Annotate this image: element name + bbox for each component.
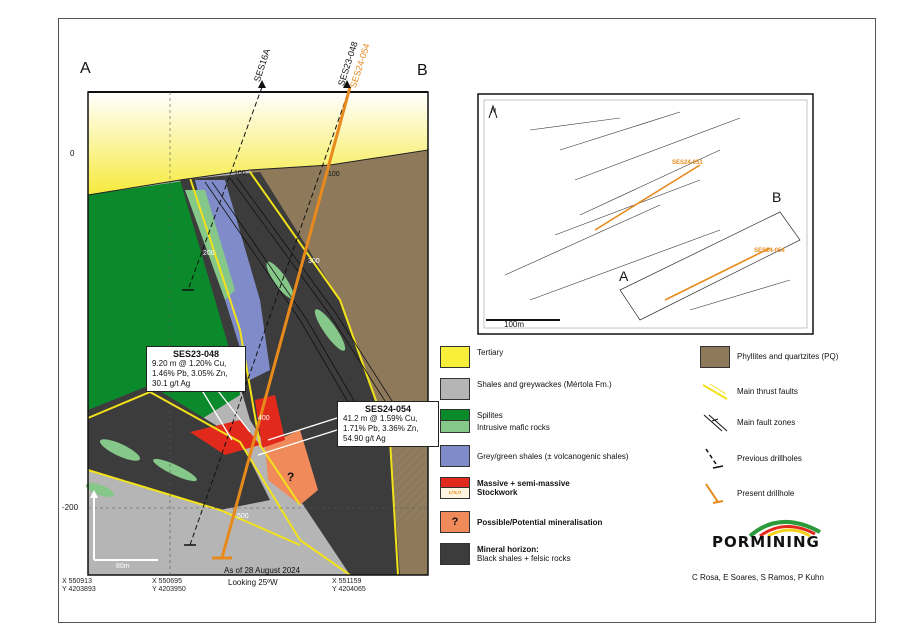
fault-zones bbox=[204, 177, 418, 441]
swatch-massive-stockwork: ᔕᔕ bbox=[440, 477, 470, 499]
drillhole-ses23-048 bbox=[189, 86, 351, 546]
as-of-date: As of 28 August 2024 bbox=[224, 566, 301, 575]
legend-present: Present drillhole bbox=[700, 482, 794, 506]
hole-depth-100: 100 bbox=[234, 170, 246, 177]
legend-phyllites: Phyllites and quartzites (PQ) bbox=[700, 346, 838, 368]
map-scale-label: 100m bbox=[504, 320, 525, 329]
logo-swoosh bbox=[748, 519, 821, 538]
legend-tertiary: Tertiary bbox=[440, 346, 503, 368]
drillhole-ses16a bbox=[187, 86, 263, 291]
callout-ses24-054: SES24-054 41.2 m @ 1.59% Cu, 1.71% Pb, 3… bbox=[337, 401, 439, 447]
collar-marker bbox=[343, 80, 351, 88]
legend-fault-zones: Main fault zones bbox=[700, 413, 795, 433]
depth-minus-200: -200 bbox=[62, 503, 79, 512]
north-arrow-label: N bbox=[491, 108, 497, 115]
shales-lower bbox=[88, 470, 350, 575]
map-ses24-051: SES24-051 bbox=[672, 160, 703, 166]
hole-depth-200: 200 bbox=[203, 250, 215, 257]
figure-frame bbox=[58, 18, 876, 623]
hole-depth-100: 100 bbox=[328, 171, 340, 178]
legend-grey-green: Grey/green shales (± volcanogenic shales… bbox=[440, 445, 629, 467]
hole-depth-500: 500 bbox=[237, 513, 249, 520]
swatch-possible: ? bbox=[440, 511, 470, 533]
swatch-spilites-intrusive bbox=[440, 409, 470, 433]
legend-possible: ? Possible/Potential mineralisation bbox=[440, 511, 602, 533]
swatch-phyllites bbox=[700, 346, 730, 368]
present-drillhole-icon bbox=[705, 483, 724, 504]
inset-map bbox=[477, 93, 814, 335]
map-label-b: B bbox=[772, 189, 782, 205]
mineral-horizon-lower bbox=[88, 385, 270, 510]
intrusive-lens bbox=[314, 309, 346, 351]
swatch-grey-green bbox=[440, 445, 470, 467]
legend-mineral-horizon: Mineral horizon:Black shales + felsic ro… bbox=[440, 543, 571, 565]
section-label-a: A bbox=[80, 60, 91, 77]
drillhole-ses24-054 bbox=[220, 86, 352, 559]
swatch-tertiary bbox=[440, 346, 470, 368]
scale-horizontal-label: 80m bbox=[116, 563, 130, 570]
previous-drillhole-icon bbox=[705, 448, 724, 469]
hole-depth-400: 400 bbox=[258, 415, 270, 422]
possible-mark: ? bbox=[287, 470, 295, 484]
hole-depth-300: 300 bbox=[308, 258, 320, 265]
intrusive-lens bbox=[85, 483, 115, 497]
swatch-shales bbox=[440, 378, 470, 400]
swatch-mineral-horizon bbox=[440, 543, 470, 565]
depth-0: 0 bbox=[70, 149, 75, 158]
intrusive-lens bbox=[99, 439, 141, 461]
legend-thrust: Main thrust faults bbox=[700, 382, 798, 402]
map-label-a: A bbox=[619, 268, 629, 284]
thrust-fault-icon bbox=[702, 383, 728, 400]
pormining-logo: PORMINING bbox=[712, 533, 820, 551]
section-label-b: B bbox=[417, 62, 428, 79]
scale-arrow bbox=[90, 490, 98, 498]
legend-previous: Previous drillholes bbox=[700, 447, 802, 471]
fault-zone-icon bbox=[703, 414, 728, 432]
intrusive-lens bbox=[185, 190, 235, 300]
map-ses24-054: SES24-054 bbox=[754, 248, 785, 254]
looking-direction: Looking 25ºW bbox=[228, 578, 278, 587]
scale-vertical-label: 50m bbox=[80, 536, 87, 550]
credits: C Rosa, E Soares, S Ramos, P Kuhn bbox=[692, 573, 824, 582]
legend-shales-grey: Shales and greywackes (Mértola Fm.) bbox=[440, 378, 612, 400]
section-outline bbox=[87, 91, 429, 576]
callout-leaders bbox=[199, 386, 338, 456]
collar-marker bbox=[258, 80, 266, 88]
intrusive-lens bbox=[153, 458, 197, 482]
callout-ses23-048: SES23-048 9.20 m @ 1.20% Cu, 1.46% Pb, 3… bbox=[146, 346, 246, 392]
